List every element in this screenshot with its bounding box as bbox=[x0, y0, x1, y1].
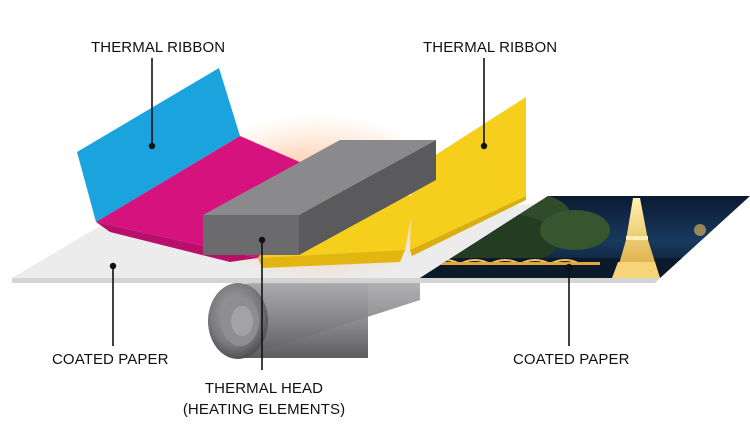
label-heating-elements: (HEATING ELEMENTS) bbox=[183, 401, 345, 418]
platen-roller bbox=[208, 266, 420, 359]
leader-paper-right bbox=[565, 263, 573, 346]
leader-ribbon-right bbox=[480, 58, 488, 150]
label-thermal-ribbon-left: THERMAL RIBBON bbox=[91, 39, 225, 56]
leader-ribbon-left bbox=[148, 58, 156, 150]
label-thermal-ribbon-right: THERMAL RIBBON bbox=[423, 39, 557, 56]
label-coated-paper-left: COATED PAPER bbox=[52, 351, 169, 368]
thermal-head bbox=[203, 140, 436, 255]
leader-paper-left bbox=[109, 262, 117, 346]
leader-head bbox=[258, 236, 266, 370]
label-coated-paper-right: COATED PAPER bbox=[513, 351, 630, 368]
label-thermal-head: THERMAL HEAD bbox=[205, 380, 323, 397]
